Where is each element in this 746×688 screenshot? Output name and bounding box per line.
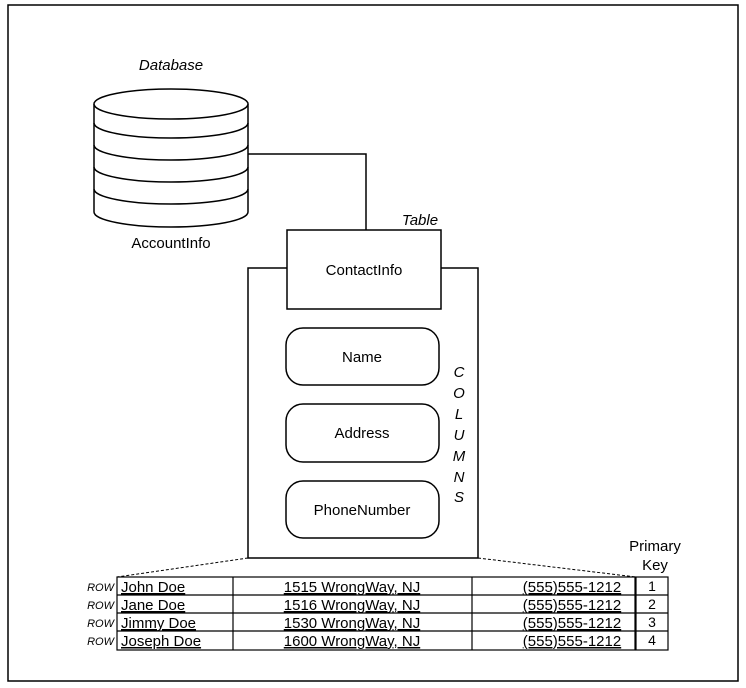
row-key-cell: 1 [648,578,656,594]
expansion-line-left [116,557,249,578]
row-phone-cell: (555)555-1212 [523,633,621,650]
table-caption: Table [402,212,438,229]
database-name: AccountInfo [131,235,210,252]
columns-label-letter: N [454,469,465,486]
column-item-label: Name [342,349,382,366]
columns-label-letter: S [454,489,464,506]
row-address-cell: 1600 WrongWay, NJ [284,633,420,650]
columns-label-letter: U [454,427,465,444]
table-row: ROW Jane Doe 1516 WrongWay, NJ (555)555-… [87,596,656,614]
table-row: ROW John Doe 1515 WrongWay, NJ (555)555-… [87,578,656,596]
table-name: ContactInfo [326,262,403,279]
row-address-cell: 1516 WrongWay, NJ [284,597,420,614]
column-item-label: Address [334,425,389,442]
outer-frame [7,4,739,682]
primary-key-label-line2: Key [642,557,668,574]
database-cylinder-icon [93,88,249,228]
columns-label-letter: C [454,364,465,381]
database-table-connector [248,153,367,230]
row-name-cell: Joseph Doe [121,633,201,650]
row-key-cell: 3 [648,614,656,630]
row-key-cell: 4 [648,632,656,648]
primary-key-label-line1: Primary [629,538,681,555]
row-phone-cell: (555)555-1212 [523,579,621,596]
columns-label-letter: O [453,385,465,402]
table-box [286,229,442,310]
rows-table [116,576,669,651]
columns-label-letter: M [453,448,466,465]
database-caption: Database [139,57,203,74]
column-item-address: Address [285,403,440,463]
column-item-name: Name [285,327,440,386]
columns-label-letter: L [455,406,463,423]
column-item-label: PhoneNumber [314,502,411,519]
row-name-cell: John Doe [121,579,185,596]
row-address-cell: 1530 WrongWay, NJ [284,615,420,632]
row-name-cell: Jane Doe [121,597,185,614]
columns-container [247,267,479,559]
row-key-cell: 2 [648,596,656,612]
row-label: ROW [87,636,116,648]
row-label: ROW [87,582,116,594]
table-row: ROW Joseph Doe 1600 WrongWay, NJ (555)55… [87,632,656,650]
row-label: ROW [87,618,116,630]
column-item-phonenumber: PhoneNumber [285,480,440,539]
row-name-cell: Jimmy Doe [121,615,196,632]
table-row: ROW Jimmy Doe 1530 WrongWay, NJ (555)555… [87,614,656,632]
columns-vertical-label: C O L U M N S [453,364,466,506]
row-phone-cell: (555)555-1212 [523,597,621,614]
row-phone-cell: (555)555-1212 [523,615,621,632]
expansion-line-right [477,557,637,578]
row-address-cell: 1515 WrongWay, NJ [284,579,420,596]
row-label: ROW [87,600,116,612]
